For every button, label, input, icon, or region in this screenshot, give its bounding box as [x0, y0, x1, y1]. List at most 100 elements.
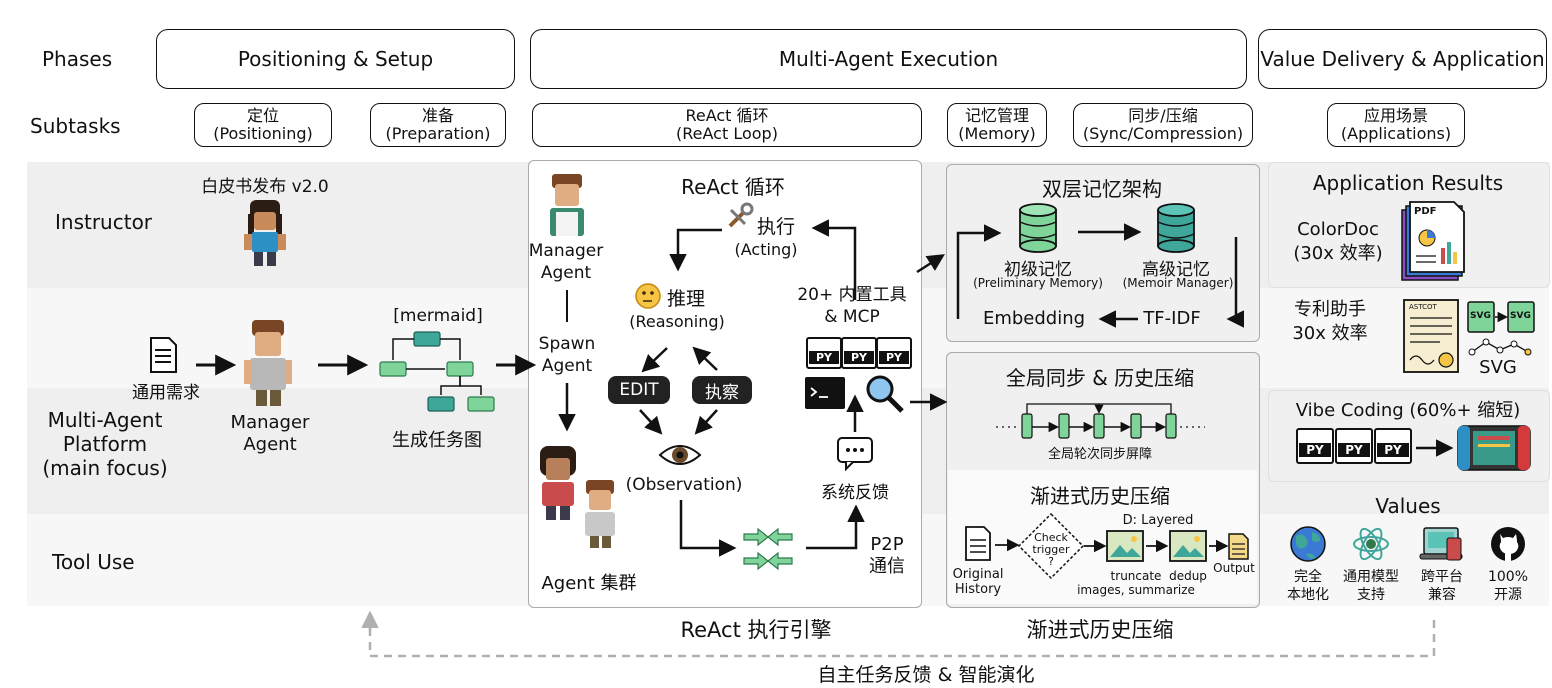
whitepaper-label: 白皮书发布 v2.0: [201, 177, 329, 197]
react-engine-footer: ReAct 执行引擎: [680, 618, 832, 642]
compression-title: 渐进式历史压缩: [1030, 484, 1170, 508]
original-history-label: Original History: [953, 567, 1004, 597]
thinking-face-icon: [635, 283, 661, 309]
svg-box-label-1: SVG: [1470, 311, 1491, 321]
requirement-label: 通用需求: [132, 383, 200, 403]
subtask-react-en: (ReAct Loop): [676, 124, 778, 143]
tfidf-label: TF-IDF: [1143, 308, 1201, 329]
subtask-applications-zh: 应用场景: [1363, 106, 1428, 125]
python-file-icon: PY: [876, 337, 912, 369]
acting-sub-label: (Acting): [734, 240, 798, 259]
patent-doc-label: ASTCOT: [1409, 303, 1437, 311]
reasoning-sub-label: (Reasoning): [629, 312, 725, 331]
values-title: Values: [1375, 494, 1441, 518]
feedback-chat-icon: [837, 437, 873, 472]
phase-execution: Multi-Agent Execution: [530, 29, 1247, 89]
react-manager-label: Manager Agent: [529, 240, 604, 284]
subtask-memory: 记忆管理 (Memory): [947, 103, 1047, 147]
svg-label: SVG: [1479, 357, 1517, 378]
layered-label: D: Layered: [1122, 513, 1194, 528]
react-manager-line-2: Agent: [540, 263, 592, 283]
p2p-label: P2P 通信: [869, 534, 905, 578]
subtask-preparation: 准备 (Preparation): [370, 103, 506, 147]
value-localization-line-2: 本地化: [1287, 587, 1329, 603]
colordoc-pdf-icon: [1401, 201, 1465, 281]
model-support-atom-icon: [1353, 527, 1389, 561]
truncate-label: truncate images, summarize: [1077, 569, 1195, 597]
subtask-react-loop: ReAct 循环 (ReAct Loop): [532, 103, 922, 147]
search-icon: [866, 375, 904, 413]
subtask-positioning-en: (Positioning): [213, 124, 313, 143]
phase-value: Value Delivery & Application: [1258, 29, 1547, 89]
github-open-source-icon: [1491, 527, 1525, 561]
requirement-document-icon: [150, 337, 177, 373]
app-results-title: Application Results: [1312, 171, 1504, 195]
p2p-exchange-icon: [743, 527, 793, 571]
py-label: PY: [1299, 443, 1331, 457]
primary-memory-sub: (Preliminary Memory): [973, 276, 1103, 290]
setup-manager-line-2: Agent: [243, 434, 297, 455]
check-trigger-label: Check trigger ?: [1032, 532, 1069, 568]
react-manager-line-1: Manager: [528, 241, 604, 261]
setup-manager-line-1: Manager: [230, 412, 310, 433]
agent-cluster-icon: [540, 446, 615, 548]
tools-line-1: 20+ 内置工具: [797, 285, 907, 305]
value-localization-line-1: 完全: [1294, 569, 1322, 585]
p2p-line-1: P2P: [870, 534, 904, 555]
check-trigger-diamond: [1017, 512, 1085, 580]
instructor-avatar-icon: [244, 200, 286, 266]
dedup-image-icon: [1169, 530, 1207, 562]
subtask-sync-en: (Sync/Compression): [1082, 124, 1244, 143]
primary-memory-database-icon: [1019, 203, 1057, 253]
patent-line-2: 30x 效率: [1292, 323, 1368, 344]
game-console-icon: [1457, 425, 1531, 471]
platform-line-3: (main focus): [42, 456, 168, 480]
advanced-memory-label: 高级记忆: [1142, 260, 1210, 280]
python-file-icon: PY: [841, 337, 877, 369]
cross-platform-icon: [1419, 527, 1463, 561]
check-line-1: Check: [1034, 531, 1068, 544]
tools-label: 20+ 内置工具 & MCP: [797, 284, 906, 328]
value-platform-line-1: 跨平台: [1421, 569, 1463, 585]
value-cross-platform: 跨平台 兼容: [1421, 568, 1463, 604]
platform-line-2: Platform: [62, 432, 148, 456]
agent-cluster-label: Agent 集群: [541, 573, 637, 594]
truncate-line-2: images, summarize: [1077, 583, 1195, 597]
subtask-react-zh: ReAct 循环: [685, 106, 769, 125]
py-label: PY: [1377, 443, 1409, 457]
embedding-label: Embedding: [982, 308, 1086, 329]
spawn-line-2: Agent: [541, 356, 593, 376]
subtask-preparation-en: (Preparation): [385, 124, 491, 143]
truncate-line-1: truncate: [1110, 569, 1162, 583]
subtask-sync-zh: 同步/压缩: [1128, 106, 1198, 125]
colordoc-line-1: ColorDoc: [1297, 219, 1379, 240]
p2p-line-2: 通信: [869, 556, 905, 577]
acting-label: 执行: [757, 216, 796, 238]
mermaid-label: [mermaid]: [393, 306, 483, 326]
globe-localization-icon: [1290, 526, 1326, 562]
value-open-line-1: 100%: [1487, 569, 1529, 585]
observation-eye-icon: [658, 445, 702, 465]
primary-memory-label: 初级记忆: [1004, 260, 1072, 280]
value-localization: 完全 本地化: [1287, 568, 1329, 604]
terminal-icon: [805, 377, 845, 409]
row-label-platform: Multi-Agent Platform (main focus): [42, 408, 167, 480]
row-label-phases: Phases: [42, 47, 113, 71]
py-label: PY: [879, 351, 909, 364]
subtask-preparation-zh: 准备: [421, 106, 454, 125]
original-history-doc-icon: [965, 526, 991, 561]
subtask-positioning: 定位 (Positioning): [194, 103, 332, 147]
check-line-2: trigger: [1032, 543, 1070, 556]
truncate-image-icon: [1106, 530, 1144, 562]
react-manager-avatar-icon: [550, 174, 584, 236]
spawn-agent-label: Spawn Agent: [539, 333, 596, 377]
subtask-sync: 同步/压缩 (Sync/Compression): [1073, 103, 1253, 147]
svg-box-label-2: SVG: [1510, 311, 1531, 321]
check-line-3: ?: [1048, 555, 1054, 568]
python-file-icon: PY: [1374, 428, 1412, 464]
dedup-label: dedup: [1169, 569, 1207, 583]
subtask-positioning-zh: 定位: [246, 106, 279, 125]
svg-conversion-icon: [1467, 301, 1535, 356]
patent-line-1: 专利助手: [1294, 299, 1366, 320]
